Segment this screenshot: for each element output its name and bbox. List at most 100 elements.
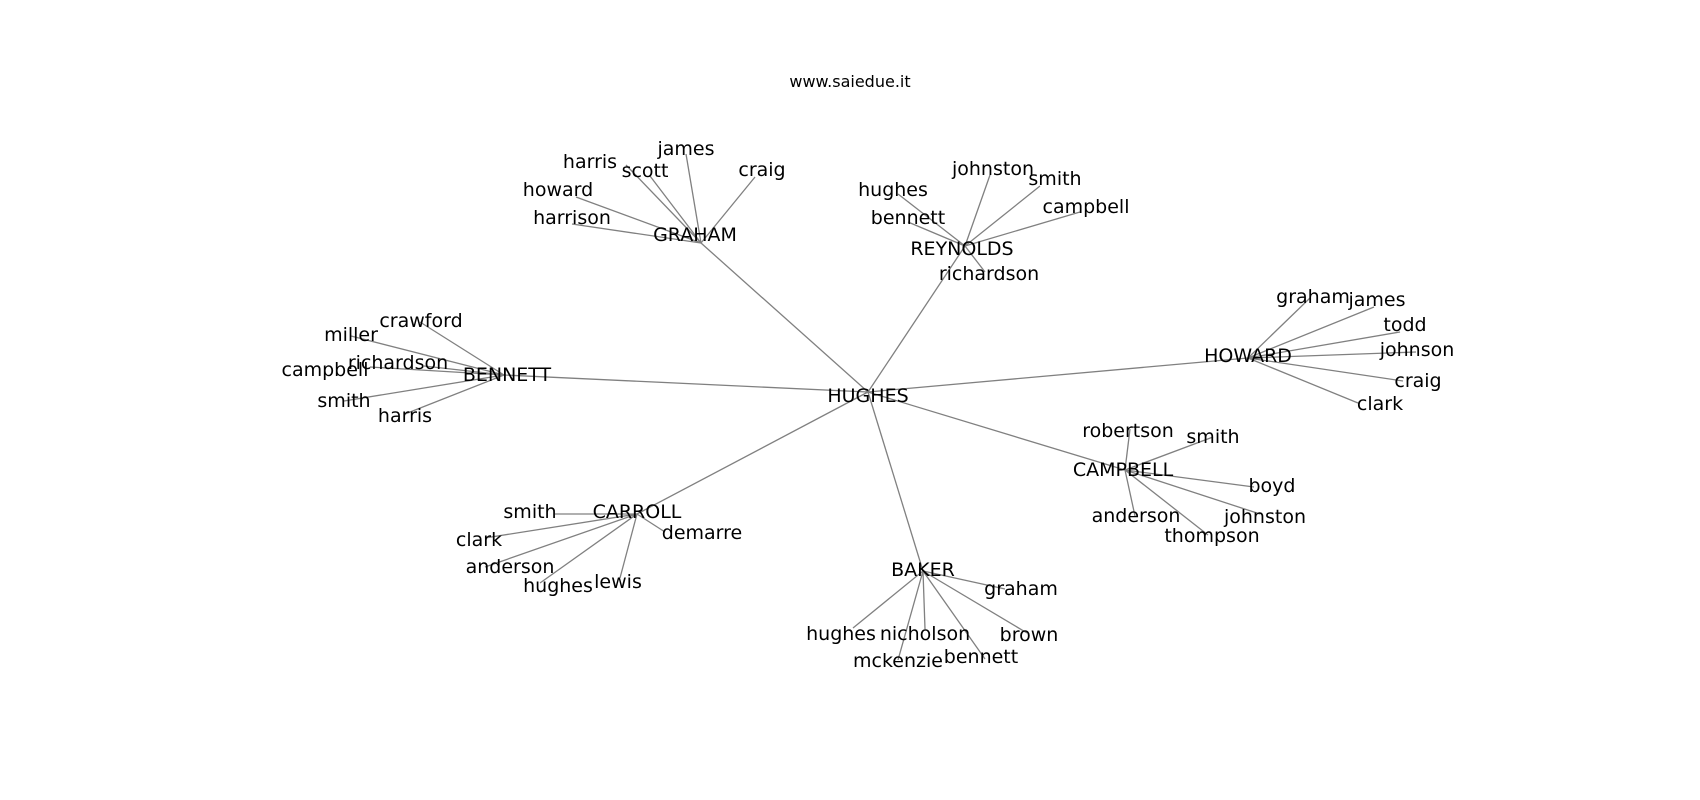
leaf-label-carroll-anderson: anderson [466,556,555,578]
edges-layer [343,153,1417,661]
edge-howard-todd [1247,331,1401,359]
edge-reynolds-richardson [964,245,986,273]
edge-baker-graham [922,570,1006,590]
edge-root-graham [700,242,869,393]
hub-label-reynolds: REYNOLDS [910,238,1013,260]
edge-root-bennett [503,374,869,393]
leaf-label-graham-harrison: harrison [533,207,611,229]
edge-bennett-harris [404,374,505,415]
leaf-label-reynolds-hughes: hughes [858,179,928,201]
leaf-label-howard-todd: todd [1383,314,1426,336]
edge-campbell-boyd [1124,469,1255,488]
edge-reynolds-smith [964,185,1041,247]
edge-carroll-demarre [636,513,666,533]
leaf-label-baker-graham: graham [984,578,1058,600]
edge-howard-graham [1247,297,1311,359]
leaf-label-campbell-robertson: robertson [1082,420,1174,442]
edge-bennett-richardson [423,365,505,376]
edge-carroll-anderson [484,513,638,568]
hub-label-campbell: CAMPBELL [1073,459,1174,481]
leaf-label-reynolds-bennett: bennett [871,207,945,229]
edge-reynolds-campbell [964,211,1081,247]
leaf-label-campbell-johnston: johnston [1223,506,1306,528]
leaf-label-howard-graham: graham [1276,286,1350,308]
leaf-label-reynolds-johnston: johnston [951,158,1034,180]
edge-baker-nicholson [922,570,926,630]
leaf-label-baker-brown: brown [1000,624,1059,646]
leaf-label-carroll-demarre: demarre [662,522,742,544]
leaf-label-bennett-harris: harris [378,405,432,427]
leaf-label-reynolds-richardson: richardson [939,263,1039,285]
edge-bennett-crawford [419,321,505,376]
edge-carroll-clark [484,513,638,539]
edge-bennett-miller [350,335,505,376]
edge-reynolds-bennett [907,221,966,247]
edge-graham-james [685,153,702,244]
edge-howard-clark [1247,357,1359,404]
edge-howard-james [1247,306,1375,359]
hub-label-graham: GRAHAM [653,224,737,246]
leaf-label-bennett-campbell: campbell [282,359,369,381]
leaf-label-graham-howard: howard [523,179,593,201]
leaf-label-carroll-lewis: lewis [594,571,642,593]
leaf-label-howard-craig: craig [1394,370,1441,392]
leaf-label-carroll-clark: clark [456,529,502,551]
leaf-label-carroll-smith: smith [503,501,556,523]
hub-label-baker: BAKER [891,559,955,581]
edge-reynolds-johnston [964,174,991,247]
leaf-label-carroll-hughes: hughes [523,575,593,597]
edge-campbell-smith [1124,436,1214,471]
edge-root-howard [867,357,1249,393]
edge-baker-bennett [922,570,986,660]
edge-bennett-smith [343,374,505,402]
leaf-label-reynolds-smith: smith [1028,168,1081,190]
edge-root-carroll [636,391,869,515]
leaf-label-baker-mckenzie: mckenzie [853,650,943,672]
edge-graham-craig [700,176,756,244]
leaf-label-graham-craig: craig [738,159,785,181]
leaf-label-campbell-boyd: boyd [1249,475,1296,497]
edge-root-reynolds [867,245,966,393]
leaf-label-bennett-smith: smith [317,390,370,412]
hub-label-howard: HOWARD [1204,345,1292,367]
site-title: www.saiedue.it [789,72,911,91]
edge-campbell-robertson [1124,428,1131,471]
leaf-label-bennett-miller: miller [324,324,378,346]
leaf-label-campbell-anderson: anderson [1092,505,1181,527]
edge-carroll-hughes [539,513,638,584]
edge-graham-howard [575,196,702,244]
leaf-label-howard-james: james [1347,289,1405,311]
edge-campbell-thompson [1124,469,1209,536]
leaf-label-reynolds-campbell: campbell [1043,196,1130,218]
edge-bennett-campbell [369,366,505,376]
edge-baker-hughes [852,570,924,629]
leaf-label-campbell-thompson: thompson [1164,525,1259,547]
root-label: HUGHES [827,385,908,407]
edge-reynolds-hughes [897,193,966,247]
edge-howard-craig [1247,357,1404,382]
edge-campbell-johnston [1124,469,1261,515]
leaf-label-campbell-smith: smith [1186,426,1239,448]
leaf-label-baker-nicholson: nicholson [880,623,970,645]
edge-carroll-lewis [619,513,638,579]
edge-graham-scott [649,175,702,244]
edge-graham-harrison [571,223,702,244]
edge-root-baker [867,391,924,572]
edge-howard-johnson [1247,351,1417,359]
edge-root-campbell [867,391,1126,471]
edge-baker-brown [922,570,1028,634]
leaf-label-howard-clark: clark [1357,393,1403,415]
leaf-label-graham-james: james [656,138,714,160]
edge-baker-mckenzie [897,570,924,661]
leaf-label-bennett-richardson: richardson [348,352,448,374]
leaf-label-baker-bennett: bennett [944,646,1018,668]
leaf-label-bennett-crawford: crawford [379,310,462,332]
hub-label-carroll: CARROLL [593,501,682,523]
hub-label-bennett: BENNETT [463,364,552,386]
leaf-label-howard-johnson: johnson [1379,339,1455,361]
leaf-label-graham-harris: harris [563,151,617,173]
edge-graham-harris [625,164,702,244]
edge-campbell-anderson [1124,469,1136,517]
